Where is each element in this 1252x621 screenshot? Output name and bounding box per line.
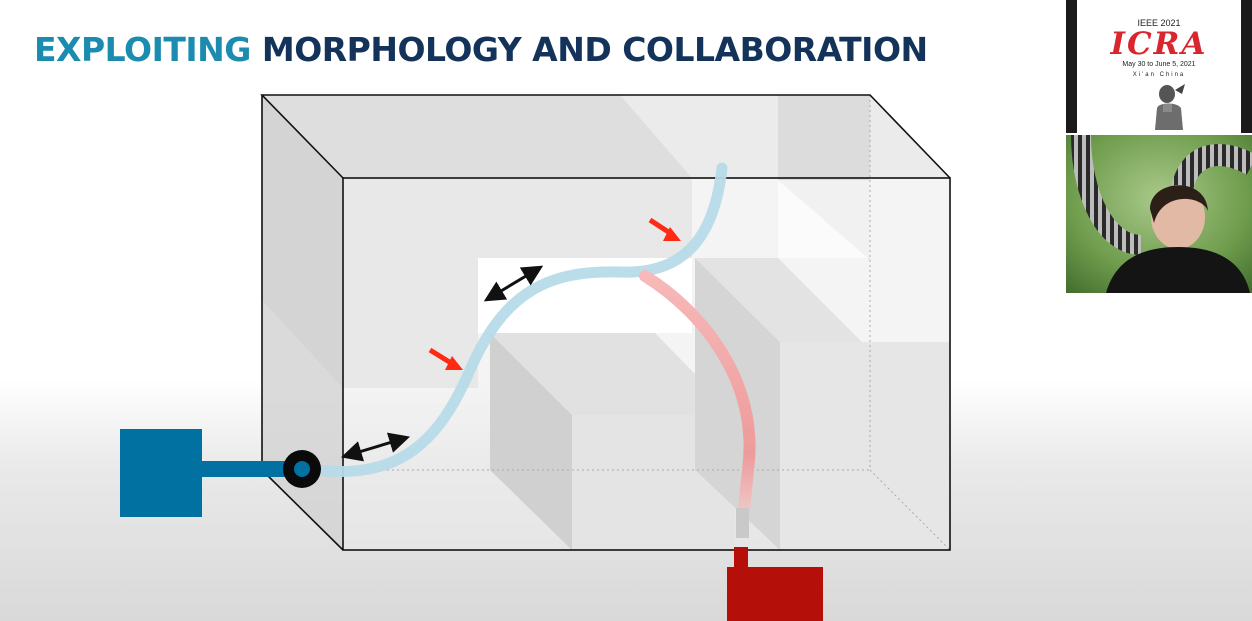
double-arrow-icon: [340, 432, 411, 462]
right-block-side: [695, 258, 780, 550]
speaker-hair: [1150, 185, 1208, 223]
center-block-top: [490, 333, 735, 415]
blue-base-arm: [200, 461, 300, 477]
title-highlight: EXPLOITING: [34, 30, 251, 69]
center-block-side: [490, 333, 572, 550]
logo-ieee-text: IEEE 2021: [1137, 18, 1181, 28]
box-outline: [260, 94, 951, 551]
right-gap: [778, 180, 870, 258]
double-arrow-icon: [483, 265, 544, 302]
overhang-side: [262, 95, 343, 388]
webcam-image: [1066, 135, 1252, 293]
speaker-shirt: [1106, 247, 1250, 293]
speaker-webcam-feed: [1066, 135, 1252, 293]
obstacles: [262, 95, 950, 550]
icra-logo: IEEE 2021 ICRA May 30 to June 5, 2021 Xi…: [1077, 0, 1241, 133]
logo-icra-text: ICRA: [1110, 26, 1208, 62]
blue-base-block: [120, 429, 202, 517]
red-robot-joint: [736, 508, 749, 538]
red-robot-base: [727, 547, 823, 621]
red-base-neck: [734, 547, 748, 569]
logo-city-text: Xi'an China: [1132, 72, 1186, 78]
blue-robot-base: [120, 429, 321, 517]
right-block-top: [695, 258, 862, 342]
title-rest: MORPHOLOGY AND COLLABORATION: [261, 30, 928, 69]
robot-tentacle-right: [1170, 144, 1252, 197]
conference-logo-panel: IEEE 2021 ICRA May 30 to June 5, 2021 Xi…: [1066, 0, 1252, 133]
red-pointer-arrow-icon: [648, 217, 681, 241]
upper-overhang: [343, 178, 692, 388]
slide-title: EXPLOITING MORPHOLOGY AND COLLABORATION: [34, 28, 928, 72]
red-base-block: [727, 567, 823, 621]
robot-tentacle-left: [1071, 135, 1143, 255]
overhang-top: [262, 95, 692, 178]
warrior-statue-icon: [1155, 84, 1185, 130]
red-robot-path: [639, 270, 756, 536]
entry-port-core: [294, 461, 310, 477]
right-block-front: [780, 342, 950, 550]
red-pointer-arrow-icon: [428, 347, 463, 370]
logo-dates-text: May 30 to June 5, 2021: [1122, 61, 1196, 68]
